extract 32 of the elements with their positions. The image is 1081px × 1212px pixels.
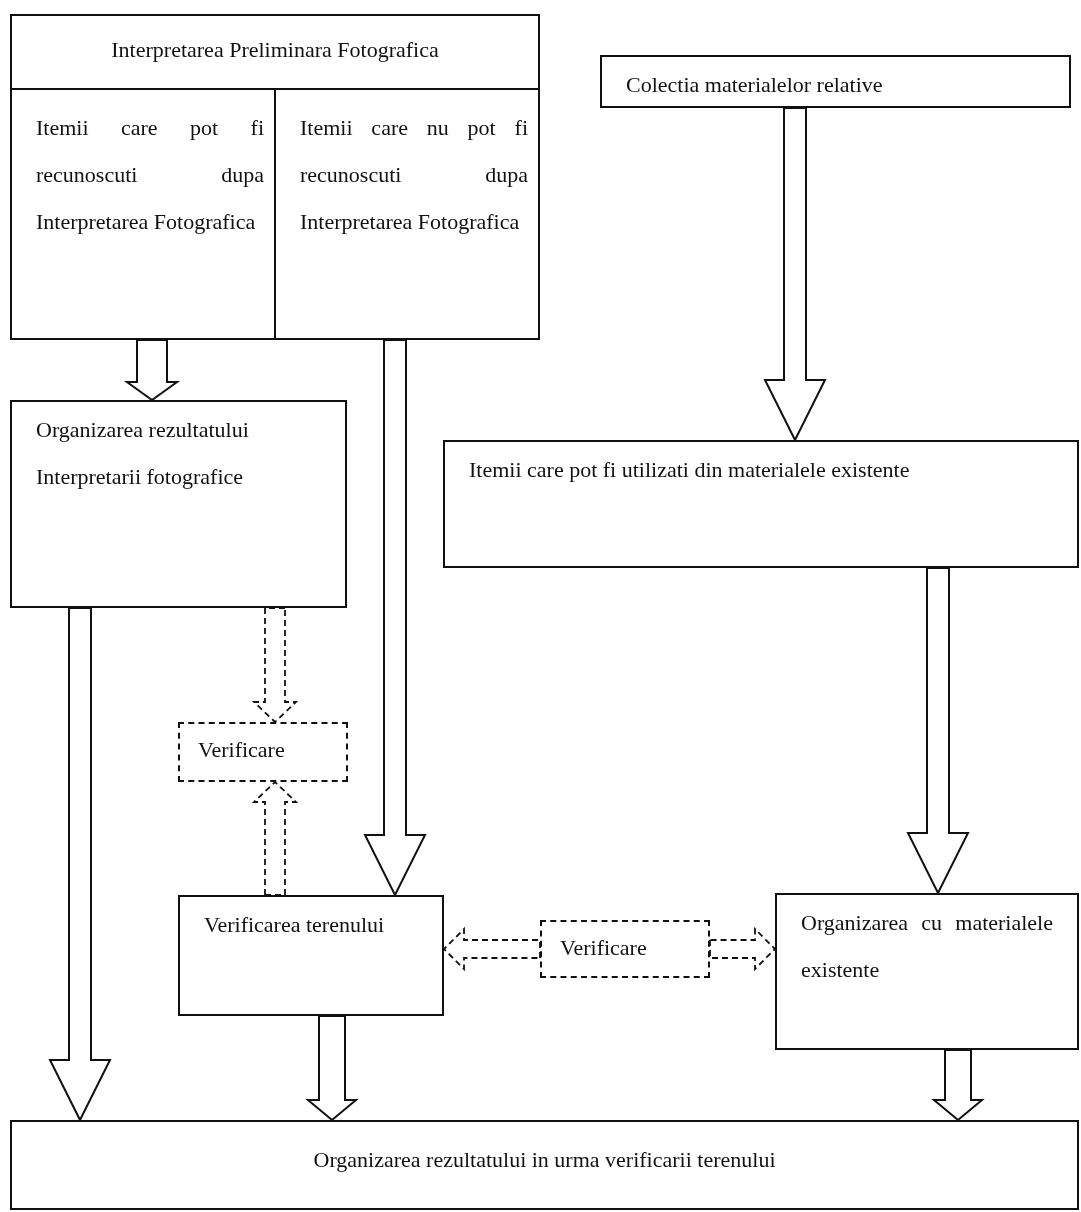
node-text: Interpretarea Preliminara Fotografica	[110, 36, 440, 64]
node-text: Itemii care pot fi utilizati din materialele existente	[469, 456, 911, 484]
verification-box	[178, 722, 348, 782]
block-arrow	[305, 1015, 359, 1122]
block-arrow	[931, 1049, 985, 1122]
block-arrow	[906, 567, 970, 896]
node-text: Colectia materialelor relative	[626, 71, 884, 99]
block-arrow	[763, 107, 827, 443]
process-box	[600, 55, 1071, 108]
block-arrow	[709, 926, 777, 972]
node-text: Verificare	[560, 934, 648, 962]
block-arrow	[48, 607, 112, 1123]
node-text: Itemii care pot fi recunoscuti dupa Interpretarea Fotografica	[36, 114, 264, 236]
node-text: Organizarea cu materialele existente	[801, 909, 1053, 984]
process-box	[178, 895, 444, 1016]
node-text: Verificare	[198, 736, 286, 764]
node-text: Organizarea rezultatului Interpretarii fotografice	[36, 416, 250, 491]
node-text: Organizarea rezultatului in urma verificarii terenului	[312, 1146, 777, 1174]
block-arrow	[442, 926, 541, 972]
block-arrow	[363, 339, 427, 898]
node-text: Itemii care nu pot fi recunoscuti dupa Interpretarea Fotografica	[300, 114, 528, 236]
table-cell	[12, 88, 276, 340]
process-box	[10, 14, 540, 340]
process-box	[775, 893, 1079, 1050]
node-text: Verificarea terenului	[204, 911, 386, 939]
process-box	[10, 1120, 1079, 1210]
process-box	[10, 400, 347, 608]
block-arrow	[251, 780, 299, 896]
block-arrow	[123, 339, 181, 402]
block-arrow	[251, 607, 299, 724]
verification-box	[540, 920, 710, 978]
process-box	[443, 440, 1079, 568]
